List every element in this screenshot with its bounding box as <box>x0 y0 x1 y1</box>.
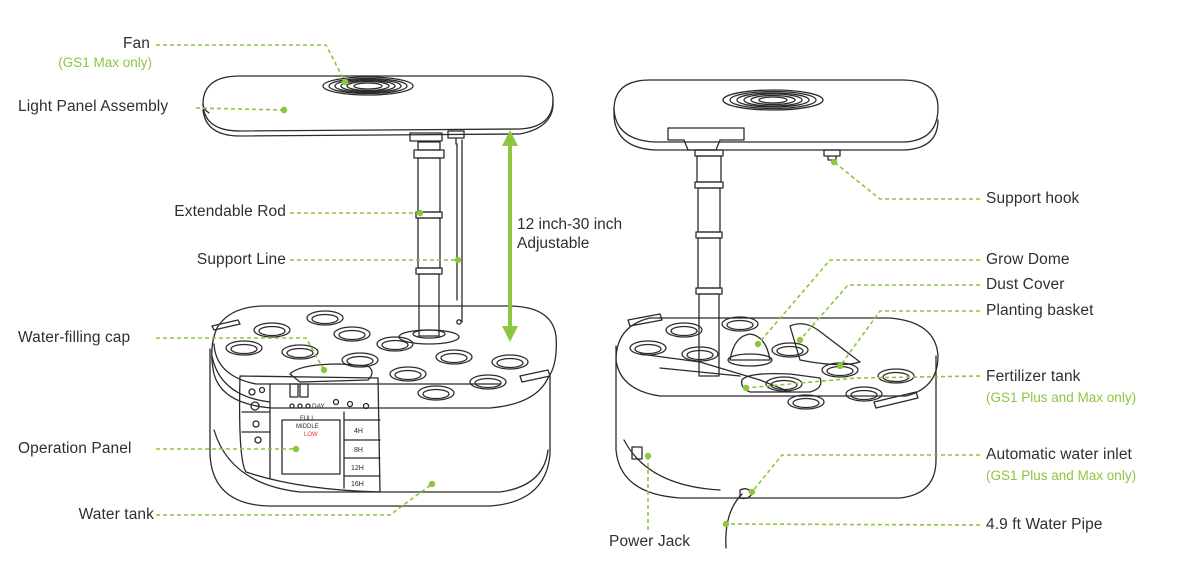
label-fertilizer-note: (GS1 Plus and Max only) <box>986 390 1137 405</box>
label-adjust-range: 12 inch-30 inch <box>517 216 623 233</box>
label-water-inlet-note: (GS1 Plus and Max only) <box>986 468 1137 483</box>
label-water-pipe: 4.9 ft Water Pipe <box>986 516 1103 533</box>
left-operation-panel <box>238 375 381 493</box>
label-support-hook: Support hook <box>986 190 1080 207</box>
leader-dots <box>280 78 844 528</box>
right-extendable-rod <box>694 149 724 377</box>
label-power-jack: Power Jack <box>609 533 691 550</box>
panel-16h-text: 16H <box>351 481 364 488</box>
panel-middle-text: MIDDLE <box>296 424 319 430</box>
label-water-inlet: Automatic water inlet <box>986 446 1132 463</box>
label-operation-panel: Operation Panel <box>18 440 132 457</box>
label-planting-basket: Planting basket <box>986 302 1094 319</box>
leader-lines <box>156 44 981 530</box>
label-water-cap: Water-filling cap <box>18 329 131 346</box>
label-grow-dome: Grow Dome <box>986 251 1070 268</box>
right-planting-holes <box>629 316 915 410</box>
panel-8h-text: 8H <box>354 447 363 454</box>
left-base <box>209 305 557 507</box>
panel-full-text: FULL <box>300 416 315 422</box>
left-planting-holes <box>225 310 529 401</box>
label-adjustable: Adjustable <box>517 235 590 252</box>
label-extendable-rod: Extendable Rod <box>174 203 286 220</box>
label-water-tank: Water tank <box>78 506 154 523</box>
left-support-line <box>456 139 463 325</box>
label-light-panel: Light Panel Assembly <box>18 98 169 115</box>
right-light-panel <box>613 79 939 161</box>
left-unit <box>202 75 557 507</box>
right-unit <box>613 79 939 549</box>
panel-low-text: LOW <box>304 432 318 438</box>
label-support-line: Support Line <box>196 251 286 268</box>
label-dust-cover: Dust Cover <box>986 276 1065 293</box>
left-fan-icon <box>322 76 414 96</box>
height-arrow <box>502 130 518 342</box>
right-fan-icon <box>722 89 824 111</box>
right-base <box>615 313 939 549</box>
left-light-panel <box>202 75 554 145</box>
label-fertilizer-tank: Fertilizer tank <box>986 368 1081 385</box>
panel-day-text: DAY <box>312 403 326 410</box>
label-fan: Fan <box>122 35 150 52</box>
panel-4h-text: 4H <box>354 428 363 435</box>
label-fan-note: (GS1 Max only) <box>58 55 152 70</box>
left-extendable-rod <box>413 141 445 337</box>
panel-12h-text: 12H <box>351 465 364 472</box>
